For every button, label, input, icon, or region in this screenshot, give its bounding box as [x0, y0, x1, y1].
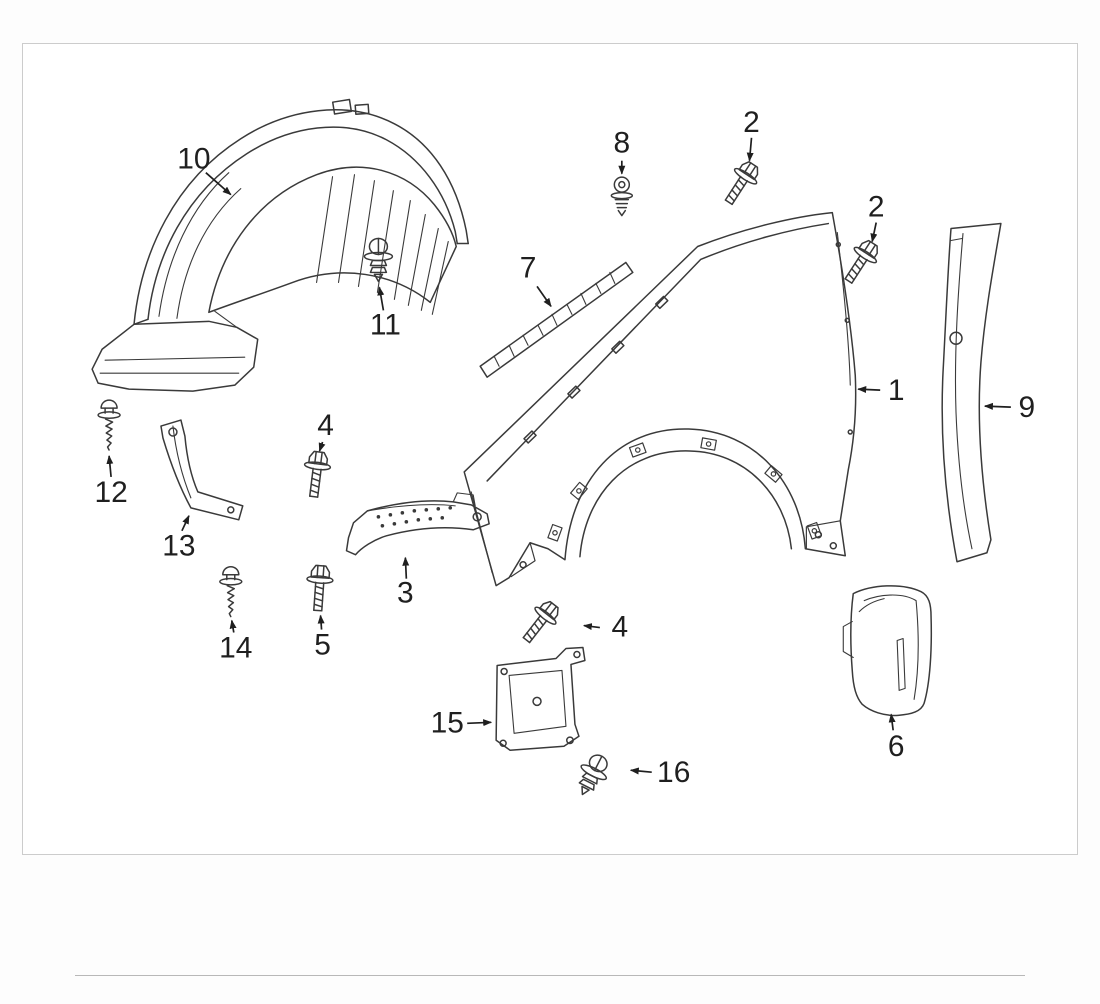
arrow-2a — [746, 137, 754, 162]
callout-14: 14 — [219, 631, 252, 664]
part-4-bolt-a — [300, 449, 333, 499]
callout-12: 12 — [94, 476, 127, 509]
wheel-arch-flange — [579, 450, 793, 558]
callout-6: 6 — [888, 730, 905, 763]
part-5-bolt — [304, 564, 335, 613]
callout-7: 7 — [520, 251, 537, 284]
diagram-frame: 10 8 2 2 11 7 1 9 12 4 13 3 14 5 4 15 16… — [22, 43, 1078, 855]
liner-ribs — [316, 174, 449, 315]
fender-outline — [463, 211, 857, 587]
part-16-clip — [569, 749, 616, 802]
callout-10: 10 — [177, 143, 210, 176]
part-8-grommet — [610, 176, 634, 217]
arrow-5 — [317, 614, 325, 630]
part-3-fender-bracket — [345, 492, 490, 556]
parts-artwork — [91, 98, 1002, 802]
arrow-1 — [857, 386, 881, 393]
part-1-fender — [463, 211, 857, 587]
part-4-bolt-b — [515, 595, 566, 649]
callout-9: 9 — [1019, 391, 1036, 424]
arrow-7 — [536, 285, 552, 308]
callout-labels: 10 8 2 2 11 7 1 9 12 4 13 3 14 5 4 15 16… — [94, 106, 1035, 789]
callout-2a: 2 — [743, 106, 760, 139]
callout-11: 11 — [370, 308, 401, 341]
callout-13: 13 — [162, 530, 195, 563]
arrow-2b — [870, 222, 878, 243]
arrow-9 — [983, 402, 1011, 410]
part-7-seal-strip — [479, 261, 634, 378]
part-14-screw — [219, 565, 243, 618]
part-10-fender-liner — [91, 98, 469, 392]
liner-contours — [158, 172, 242, 319]
diagram-canvas: 10 8 2 2 11 7 1 9 12 4 13 3 14 5 4 15 16… — [91, 98, 1035, 802]
arrow-15 — [467, 719, 493, 727]
callout-5: 5 — [314, 628, 331, 661]
arrow-4a — [318, 441, 326, 452]
callout-8: 8 — [614, 127, 631, 160]
arrow-10 — [205, 172, 232, 196]
arrow-4b — [582, 623, 600, 631]
callout-1: 1 — [888, 374, 905, 407]
fender-rear-mount — [805, 520, 841, 550]
part-2-bolt-b — [836, 235, 885, 289]
liner-bowl — [208, 166, 457, 314]
fender-front-mount — [510, 542, 536, 578]
arrow-16 — [629, 767, 652, 775]
arrow-14 — [229, 619, 237, 633]
bottom-divider — [75, 975, 1025, 976]
part-15-lower-bracket — [495, 646, 586, 752]
callout-2b: 2 — [868, 191, 885, 224]
arrow-13 — [181, 514, 190, 532]
part-6-splash-shield — [842, 585, 933, 717]
arrow-6 — [888, 713, 896, 731]
bracket-perforations — [376, 506, 453, 528]
arch-tabs — [547, 437, 823, 542]
callout-arrows — [106, 137, 1011, 775]
callout-3: 3 — [397, 577, 414, 610]
liner-flap — [91, 320, 259, 392]
arrow-3 — [402, 556, 410, 579]
part-13-side-bracket — [160, 419, 244, 521]
part-2-bolt-a — [717, 156, 765, 210]
callout-4b: 4 — [612, 611, 629, 644]
callout-15: 15 — [431, 706, 464, 739]
arrow-11 — [377, 286, 385, 311]
part-12-screw — [97, 399, 121, 451]
part-9-pillar-reinforcement — [941, 222, 1002, 563]
fender-hood-line — [486, 222, 830, 482]
callout-16: 16 — [657, 756, 690, 789]
callout-4a: 4 — [317, 409, 334, 442]
arrow-12 — [106, 454, 114, 478]
